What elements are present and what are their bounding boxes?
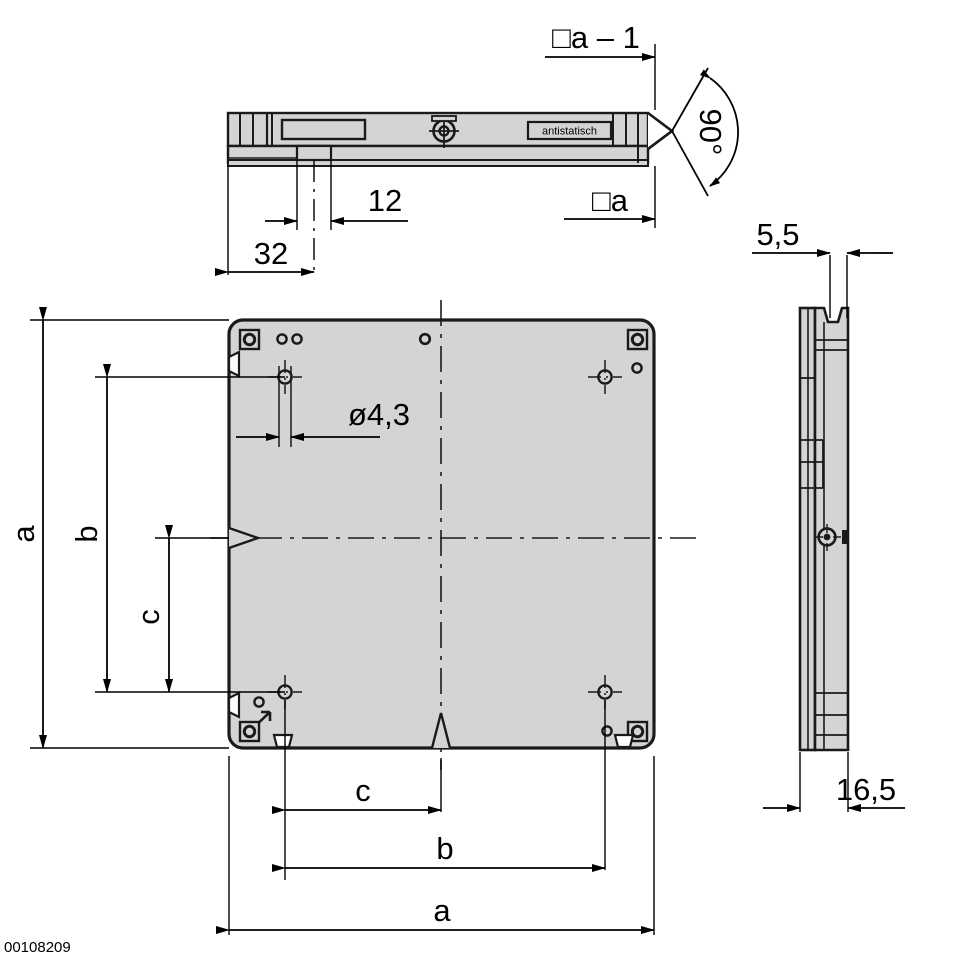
- bottom-center-notch: [430, 712, 452, 749]
- bl-trapezoid-marker: [227, 691, 241, 719]
- dim-32-text: 32: [254, 236, 288, 271]
- bl-bottom-trapezoid: [272, 733, 294, 749]
- mounting-hole-top-right: [588, 360, 622, 394]
- dim-a-minus-1: □a – 1: [545, 20, 656, 61]
- dim-vert-a: a: [6, 307, 47, 749]
- drawing-number: 00108209: [4, 939, 71, 956]
- dim-vert-b: b: [69, 364, 111, 693]
- dim-16-5-text: 16,5: [836, 772, 896, 807]
- front-view: ø4,3 a: [6, 300, 700, 935]
- side-view-center-screw: [814, 524, 847, 551]
- top-view-chamfer-v: [647, 111, 675, 151]
- dim-horiz-c: c: [272, 773, 442, 814]
- top-view-notch-block: [295, 144, 333, 162]
- side-view-screw-tab: [842, 530, 847, 544]
- top-view: antistatisch 90° □a – 1 □a: [215, 20, 739, 276]
- top-view-base-strip: [227, 159, 649, 167]
- tr-hole-1: [631, 362, 643, 374]
- dim-vert-b-text: b: [69, 525, 104, 542]
- dim-vert-c: c: [131, 525, 173, 693]
- dim-angle-90-text: 90°: [693, 109, 728, 156]
- dim-horiz-b: b: [272, 831, 606, 872]
- antistatic-label-text: antistatisch: [542, 126, 597, 138]
- tl-hole-1: [276, 333, 288, 345]
- dim-square-a: □a: [564, 183, 656, 223]
- side-view: 5,5 16,5: [752, 217, 905, 812]
- dim-12: 12: [265, 183, 408, 225]
- corner-bottom-right-features: [601, 720, 649, 749]
- tl-hole-2: [291, 333, 303, 345]
- dim-hole-diameter: ø4,3: [236, 366, 410, 447]
- dim-5-5: 5,5: [752, 217, 893, 257]
- dim-horiz-a: a: [216, 893, 655, 934]
- tl-trapezoid-marker: [227, 350, 241, 378]
- corner-bottom-left-features: [227, 691, 294, 749]
- dim-horiz-b-text: b: [436, 831, 453, 866]
- corner-top-right-features: [626, 328, 649, 374]
- dim-horiz-a-text: a: [433, 893, 451, 928]
- top-view-pocket-left: [280, 118, 367, 141]
- dim-5-5-text: 5,5: [756, 217, 799, 252]
- antistatic-label-plate: [526, 120, 613, 141]
- dim-angle-90: 90°: [671, 67, 739, 197]
- dim-16-5: 16,5: [763, 772, 905, 812]
- dim-hole-diameter-text: ø4,3: [348, 397, 410, 432]
- dim-32: 32: [215, 236, 315, 276]
- corner-top-left-features: [227, 328, 303, 378]
- br-hole-1: [601, 725, 613, 737]
- top-center-hole: [418, 332, 432, 346]
- top-view-center-screw: [429, 115, 459, 148]
- dim-horiz-c-text: c: [355, 773, 371, 808]
- dim-vert-a-text: a: [6, 525, 41, 543]
- dim-vert-c-text: c: [131, 609, 166, 625]
- bl-hole-1: [253, 696, 265, 708]
- left-edge-v-notch: [228, 526, 262, 550]
- br-bottom-trapezoid: [613, 733, 635, 749]
- dim-12-text: 12: [368, 183, 402, 218]
- dim-square-a-text: □a: [592, 183, 629, 218]
- top-view-chamfer-edge: [647, 129, 673, 151]
- dim-a-minus-1-text: □a – 1: [552, 20, 640, 55]
- top-view-screw-tab: [431, 115, 457, 122]
